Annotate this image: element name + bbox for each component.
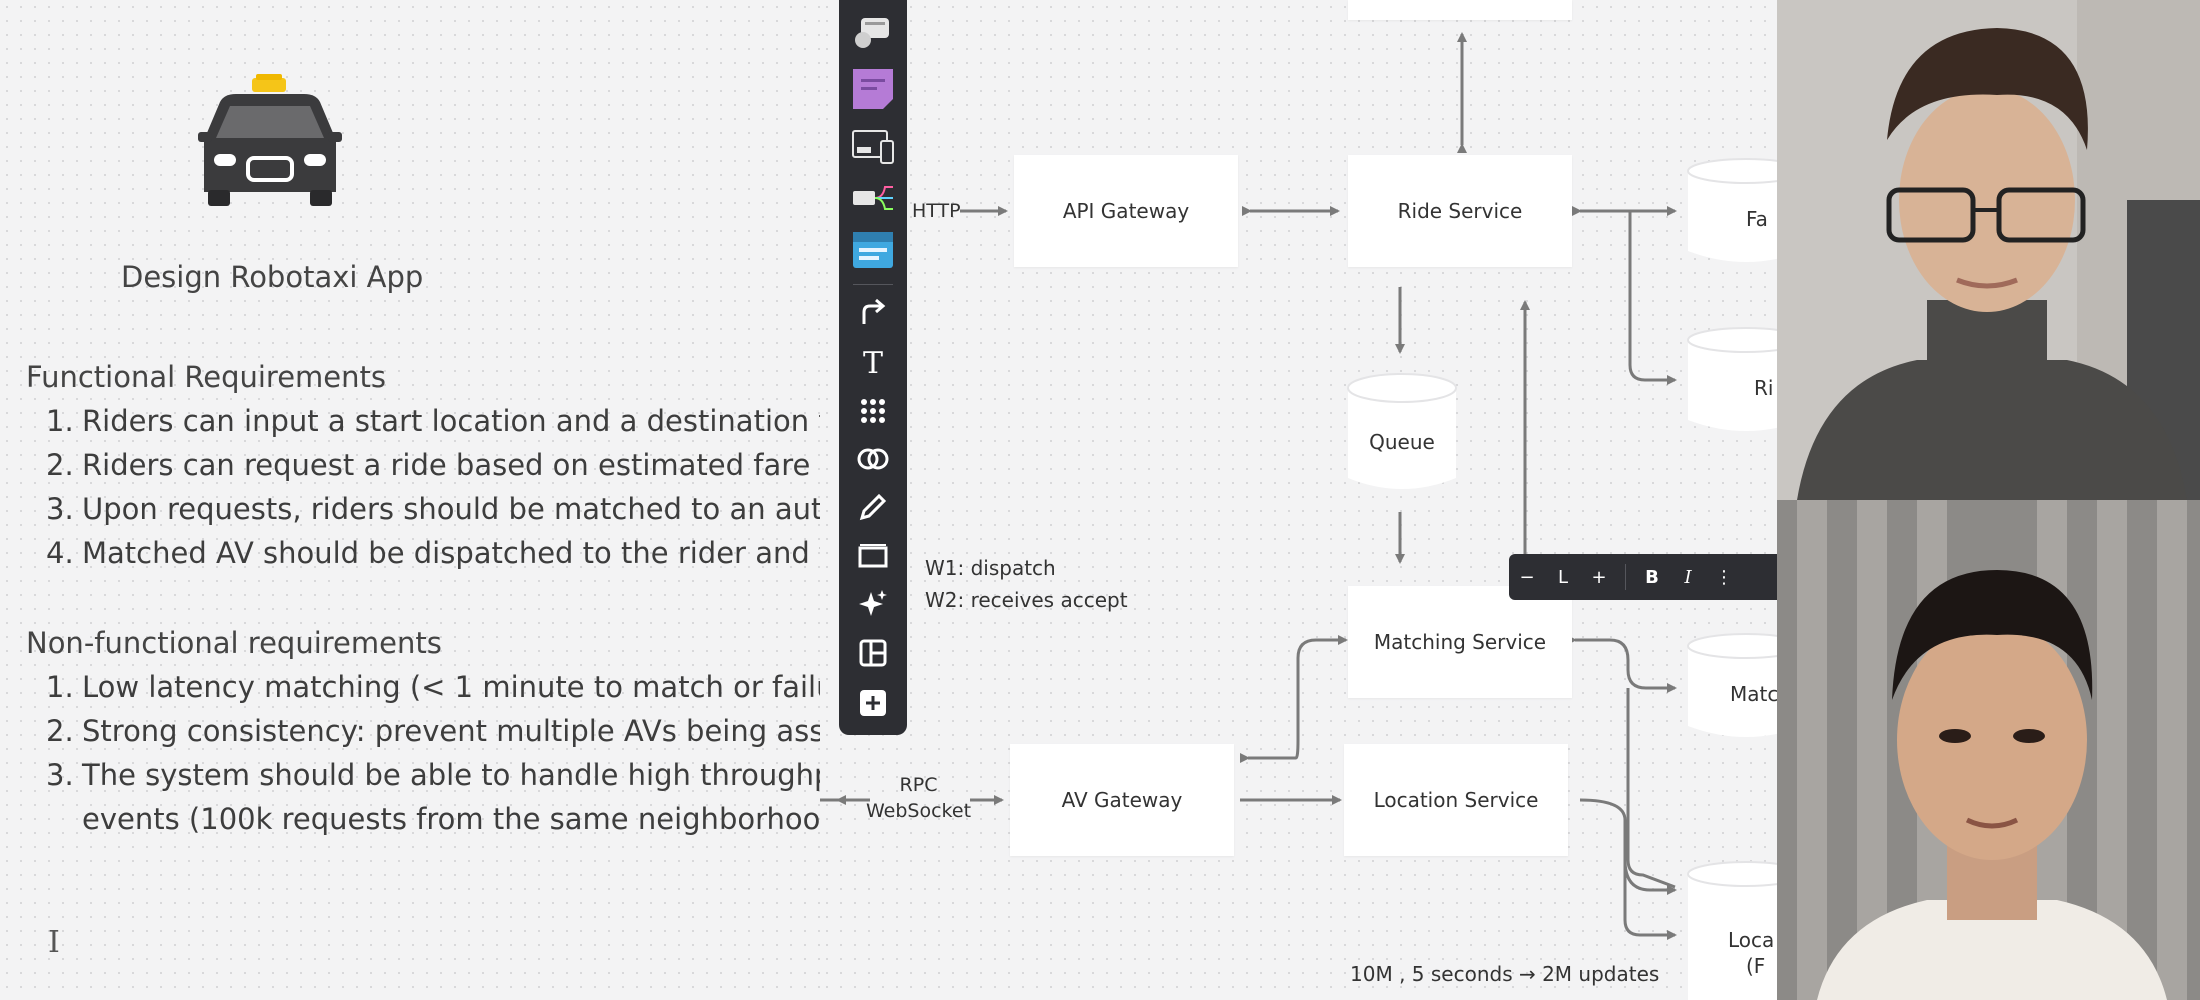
shapes-icon[interactable] [839,12,907,52]
av-gateway-node[interactable]: AV Gateway [1010,744,1234,856]
database-node-partial[interactable]: Ri [1686,324,1777,436]
document-pane[interactable]: Design Robotaxi App Functional Requireme… [0,0,820,1000]
devices-icon[interactable] [839,124,907,170]
bold-button[interactable]: B [1645,566,1659,588]
location-database-node-partial[interactable]: Loca (F [1686,858,1777,1000]
list-item: 2.Strong consistency: prevent multiple A… [46,714,820,748]
list-item: 1.Low latency matching (< 1 minute to ma… [46,670,820,704]
font-size-dropdown[interactable]: L [1557,566,1569,588]
api-gateway-node[interactable]: API Gateway [1014,155,1238,267]
matching-service-node[interactable]: Matching Service [1348,586,1572,698]
rpc-websocket-label: RPC WebSocket [866,774,972,822]
w2-receives-accept-text[interactable]: W2: receives accept [925,588,1128,612]
list-item: 2.Riders can request a ride based on est… [46,448,811,482]
card-icon[interactable] [839,228,907,272]
increase-size-button[interactable]: + [1591,566,1607,588]
database-node-partial[interactable]: Fa [1686,155,1777,267]
sticky-note-icon[interactable] [839,66,907,112]
functional-requirements-heading: Functional Requirements [26,360,387,394]
list-item: 3.Upon requests, riders should be matche… [46,492,820,526]
page-title: Design Robotaxi App [121,260,424,294]
add-icon[interactable] [839,682,907,724]
pen-icon[interactable] [839,486,907,528]
list-item: 4.Matched AV should be dispatched to the… [46,536,820,570]
nonfunctional-requirements-heading: Non-functional requirements [26,626,442,660]
participant-video-2[interactable] [1777,500,2200,1000]
list-item: 1.Riders can input a start location and … [46,404,820,438]
location-service-node[interactable]: Location Service [1344,744,1568,856]
connector-arrows [820,32,1677,940]
list-item-continuation: events (100k requests from the same neig… [82,802,820,836]
text-icon[interactable]: T [862,345,883,381]
text-format-bar: − L + B I ⋮ [1509,554,1777,600]
decrease-size-button[interactable]: − [1519,566,1535,588]
robotaxi-icon [198,74,342,206]
more-options-button[interactable]: ⋮ [1715,566,1733,588]
mindmap-icon[interactable] [839,178,907,218]
http-label: HTTP [912,200,961,222]
toolbar-divider [853,284,893,285]
grid-apps-icon[interactable] [839,390,907,432]
frame-icon[interactable] [839,534,907,576]
ride-service-node[interactable]: Ride Service [1348,155,1572,267]
italic-button[interactable]: I [1684,566,1692,588]
video-call-pane [1777,0,2200,1000]
queue-node[interactable]: Queue [1346,370,1458,496]
match-database-node-partial[interactable]: Match [1686,630,1777,742]
connector-arrow-icon[interactable] [839,292,907,334]
link-icon[interactable] [839,438,907,480]
format-divider [1625,564,1626,590]
w1-dispatch-text[interactable]: W1: dispatch [925,556,1056,580]
participant-video-1[interactable] [1777,0,2200,500]
updates-note-text[interactable]: 10M , 5 seconds → 2M updates [1350,962,1660,986]
list-item: 3.The system should be able to handle hi… [46,758,820,792]
top-node-partial[interactable] [1348,0,1572,20]
whiteboard-canvas[interactable]: HTTP API Gateway Ride Service Queue Fa R… [820,0,1777,1000]
ai-sparkle-icon[interactable] [839,582,907,626]
layout-icon[interactable] [839,632,907,674]
text-cursor-icon: I [48,925,60,960]
tool-palette: T [839,0,907,735]
